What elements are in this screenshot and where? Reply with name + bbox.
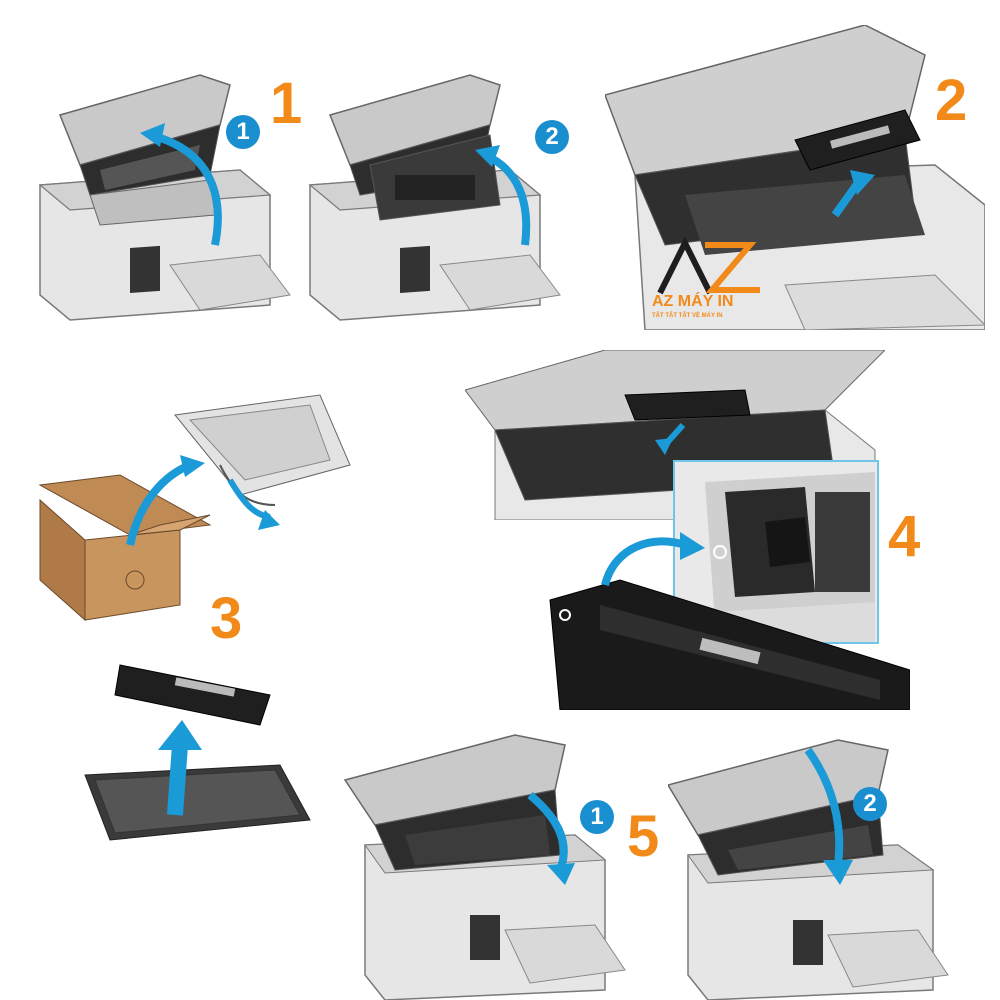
step-number-4: 4 [888, 504, 921, 569]
step-number-1: 1 [270, 71, 303, 136]
step5-printer-b [668, 725, 968, 1000]
logo-name: AZ MÁY IN [652, 293, 734, 310]
step3-unbox [30, 385, 360, 635]
az-logo-mark [657, 236, 760, 295]
step1-printer-a [30, 55, 300, 325]
step5-printer-a [335, 725, 630, 1000]
step5-badge-1: 1 [580, 800, 614, 834]
step-number-5: 5 [627, 804, 660, 869]
step-number-3: 3 [210, 586, 243, 651]
logo-tagline: TẬT TẬT TẬT VỀ MÁY IN [652, 313, 723, 319]
step1-printer-b [300, 55, 600, 325]
step4-cartridge-closeup [540, 560, 910, 710]
curved-arrow-icon [601, 532, 705, 587]
step1-badge-1: 1 [226, 115, 260, 149]
step-number-2: 2 [935, 68, 968, 133]
step4-insert-arrow [585, 520, 715, 590]
az-logo: AZ MÁY IN TẬT TẬT TẬT VỀ MÁY IN [650, 235, 780, 325]
step5-badge-2: 2 [853, 787, 887, 821]
step3-remove-from-tray [80, 655, 320, 845]
step1-badge-2: 2 [535, 120, 569, 154]
